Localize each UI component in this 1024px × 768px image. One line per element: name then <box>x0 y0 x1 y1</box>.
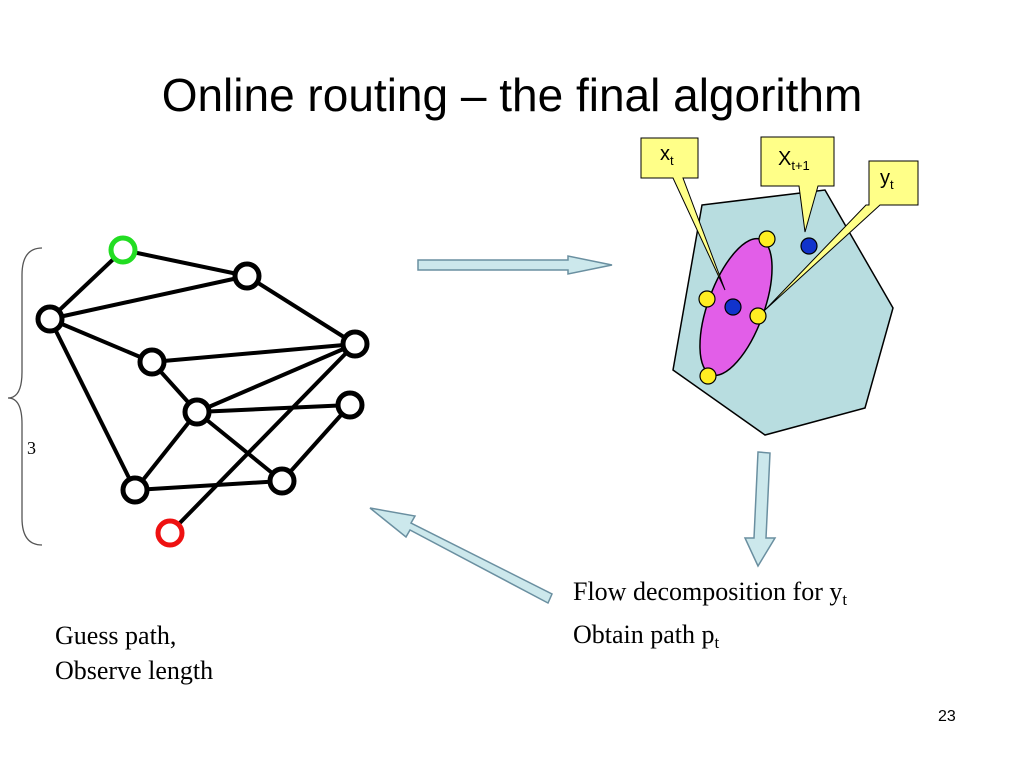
graph-edges <box>48 248 357 535</box>
callout-X-sub: t+1 <box>791 158 809 173</box>
right-caption-line1-main: Flow decomposition for y <box>573 577 843 606</box>
slide-title: Online routing – the final algorithm <box>161 69 863 121</box>
right-caption-line2-main: Obtain path p <box>573 620 715 649</box>
svg-text:xt: xt <box>660 143 674 168</box>
graph-edge <box>195 410 284 483</box>
yellow-point <box>749 307 767 325</box>
points <box>698 230 818 385</box>
graph-edge <box>49 317 153 364</box>
blue-point-x <box>724 298 742 316</box>
callout-x: xt <box>640 137 726 291</box>
graph-edge <box>122 248 248 278</box>
page-number: 23 <box>938 708 956 725</box>
sink-node <box>155 518 185 548</box>
yellow-point <box>698 290 716 308</box>
graph-edge <box>133 410 199 492</box>
graph-node <box>35 304 65 334</box>
left-brace <box>7 247 43 546</box>
graph-node <box>137 347 167 377</box>
graph-edge <box>196 342 356 414</box>
arrow-down <box>743 451 777 568</box>
source-node <box>108 235 138 265</box>
graph-edge <box>245 274 357 346</box>
graph-node <box>120 475 150 505</box>
graph-edge <box>48 248 125 321</box>
right-caption-line2-sub: t <box>714 633 720 652</box>
right-caption-line1: Flow decomposition for yt <box>573 574 847 617</box>
graph-edge <box>280 403 352 483</box>
graph-edge <box>49 274 248 321</box>
graph-node <box>267 466 297 496</box>
graph-node <box>182 397 212 427</box>
graph-edge <box>168 342 357 535</box>
graph-node <box>335 390 365 420</box>
yellow-point <box>699 367 717 385</box>
arrow-right <box>417 255 613 275</box>
callout-x-sub: t <box>670 153 674 168</box>
graph-edge <box>151 342 356 364</box>
left-caption-line2: Observe length <box>55 656 214 685</box>
callout-X-main: X <box>778 148 791 170</box>
graph-node <box>232 261 262 291</box>
right-caption: Flow decomposition for yt Obtain path pt <box>573 574 847 660</box>
callout-x-main: x <box>660 143 670 165</box>
graph-edge <box>48 318 137 491</box>
left-caption: Guess path, Observe length <box>55 618 213 688</box>
arrow-up-left <box>369 507 553 605</box>
blue-point-X <box>800 237 818 255</box>
graph-edge <box>134 479 283 492</box>
graph-node <box>340 329 370 359</box>
brace-label: 3 <box>27 438 36 458</box>
callout-y-sub: t <box>890 177 894 192</box>
left-caption-line1: Guess path, <box>55 621 177 650</box>
callout-y-main: y <box>880 167 890 189</box>
right-caption-line2: Obtain path pt <box>573 617 847 660</box>
right-caption-line1-sub: t <box>842 590 848 609</box>
callout-y: yt <box>764 160 919 311</box>
polytope <box>672 189 894 436</box>
svg-text:Xt+1: Xt+1 <box>778 148 810 173</box>
graph-nodes <box>35 235 370 548</box>
yellow-point <box>758 230 776 248</box>
callout-X: Xt+1 <box>760 136 835 233</box>
svg-text:yt: yt <box>880 167 894 192</box>
graph-edge <box>196 403 351 414</box>
